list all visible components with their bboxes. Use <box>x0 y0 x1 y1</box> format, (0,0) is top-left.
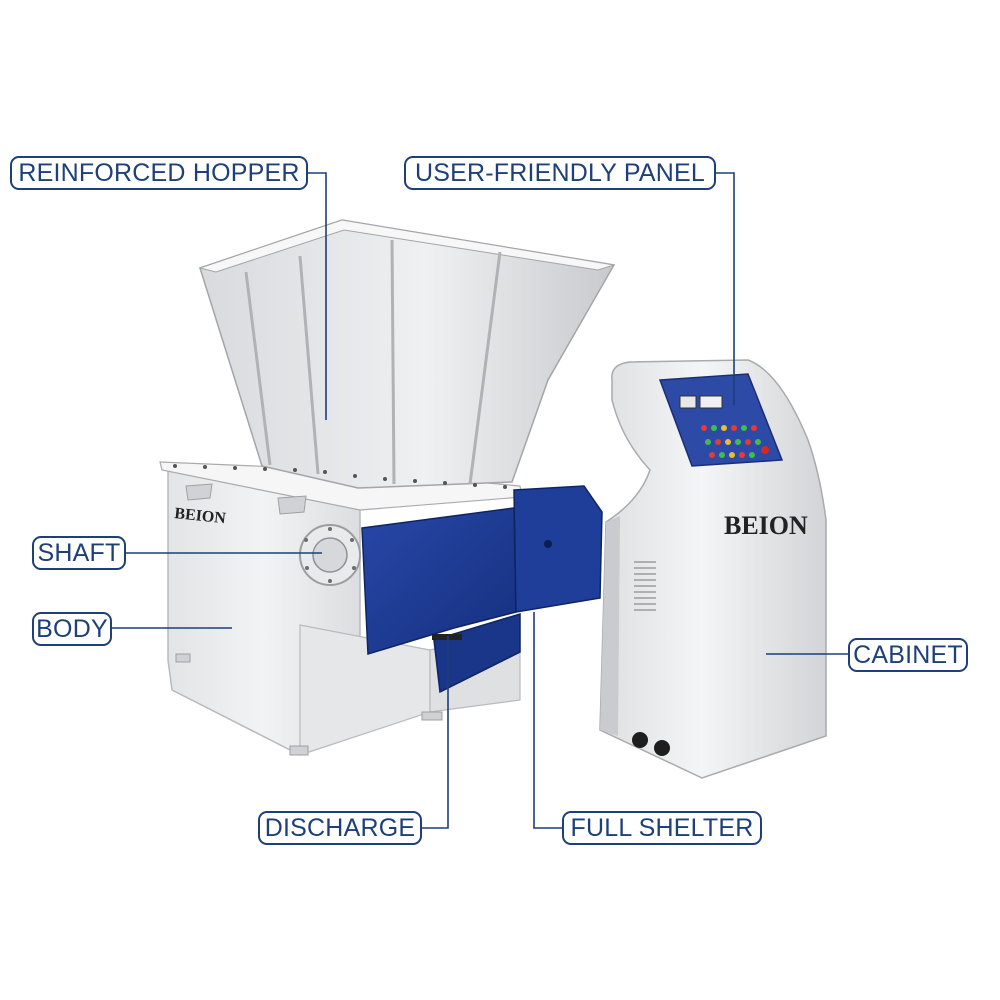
cabinet-brand-logo: BEION <box>724 511 808 540</box>
control-cabinet: BEION <box>599 359 827 779</box>
label-reinforced-hopper: REINFORCED HOPPER <box>10 156 308 190</box>
machine-foot <box>175 653 191 663</box>
label-full-shelter: FULL SHELTER <box>562 811 762 845</box>
cover-bolt <box>544 540 552 548</box>
label-cabinet: CABINET <box>848 638 968 672</box>
label-shaft: SHAFT <box>32 536 126 570</box>
leader-line-shelter <box>533 612 562 829</box>
cabinet-vent <box>634 561 656 611</box>
flange-bolts <box>173 464 507 489</box>
shaft-bearing-inner <box>312 537 348 573</box>
shredder-machine: BEION <box>159 219 616 756</box>
panel-buttons <box>701 425 769 458</box>
label-discharge: DISCHARGE <box>258 811 422 845</box>
machine-brand-logo: BEION <box>174 505 228 527</box>
body-bracket <box>185 483 213 501</box>
body-bracket <box>277 495 307 515</box>
hopper-rib <box>390 239 396 485</box>
label-body: BODY <box>32 612 112 646</box>
hopper-rib <box>244 271 272 466</box>
blue-cover-side <box>513 485 603 613</box>
shaft-bolts <box>304 527 356 583</box>
panel-display <box>679 395 697 409</box>
cabinet-side-shadow <box>600 516 620 736</box>
hopper-rib <box>298 255 320 475</box>
cable-hole <box>632 732 648 748</box>
discharge-chute <box>433 612 521 694</box>
machine-body-right <box>299 624 431 756</box>
leader-line-hopper <box>308 172 327 420</box>
cable-hole <box>654 740 670 756</box>
hopper-rim <box>198 219 615 273</box>
hopper-rib <box>468 251 502 485</box>
leader-line-panel <box>716 172 735 405</box>
machine-foot <box>289 745 309 756</box>
label-user-friendly-panel: USER-FRIENDLY PANEL <box>404 156 716 190</box>
machine-foot <box>421 711 443 721</box>
cabinet-body <box>599 359 827 779</box>
leader-lines <box>112 172 848 829</box>
chute-handle <box>432 634 462 640</box>
blue-cover-front <box>361 507 517 655</box>
leader-line-discharge <box>422 636 449 829</box>
panel-display <box>699 395 723 409</box>
